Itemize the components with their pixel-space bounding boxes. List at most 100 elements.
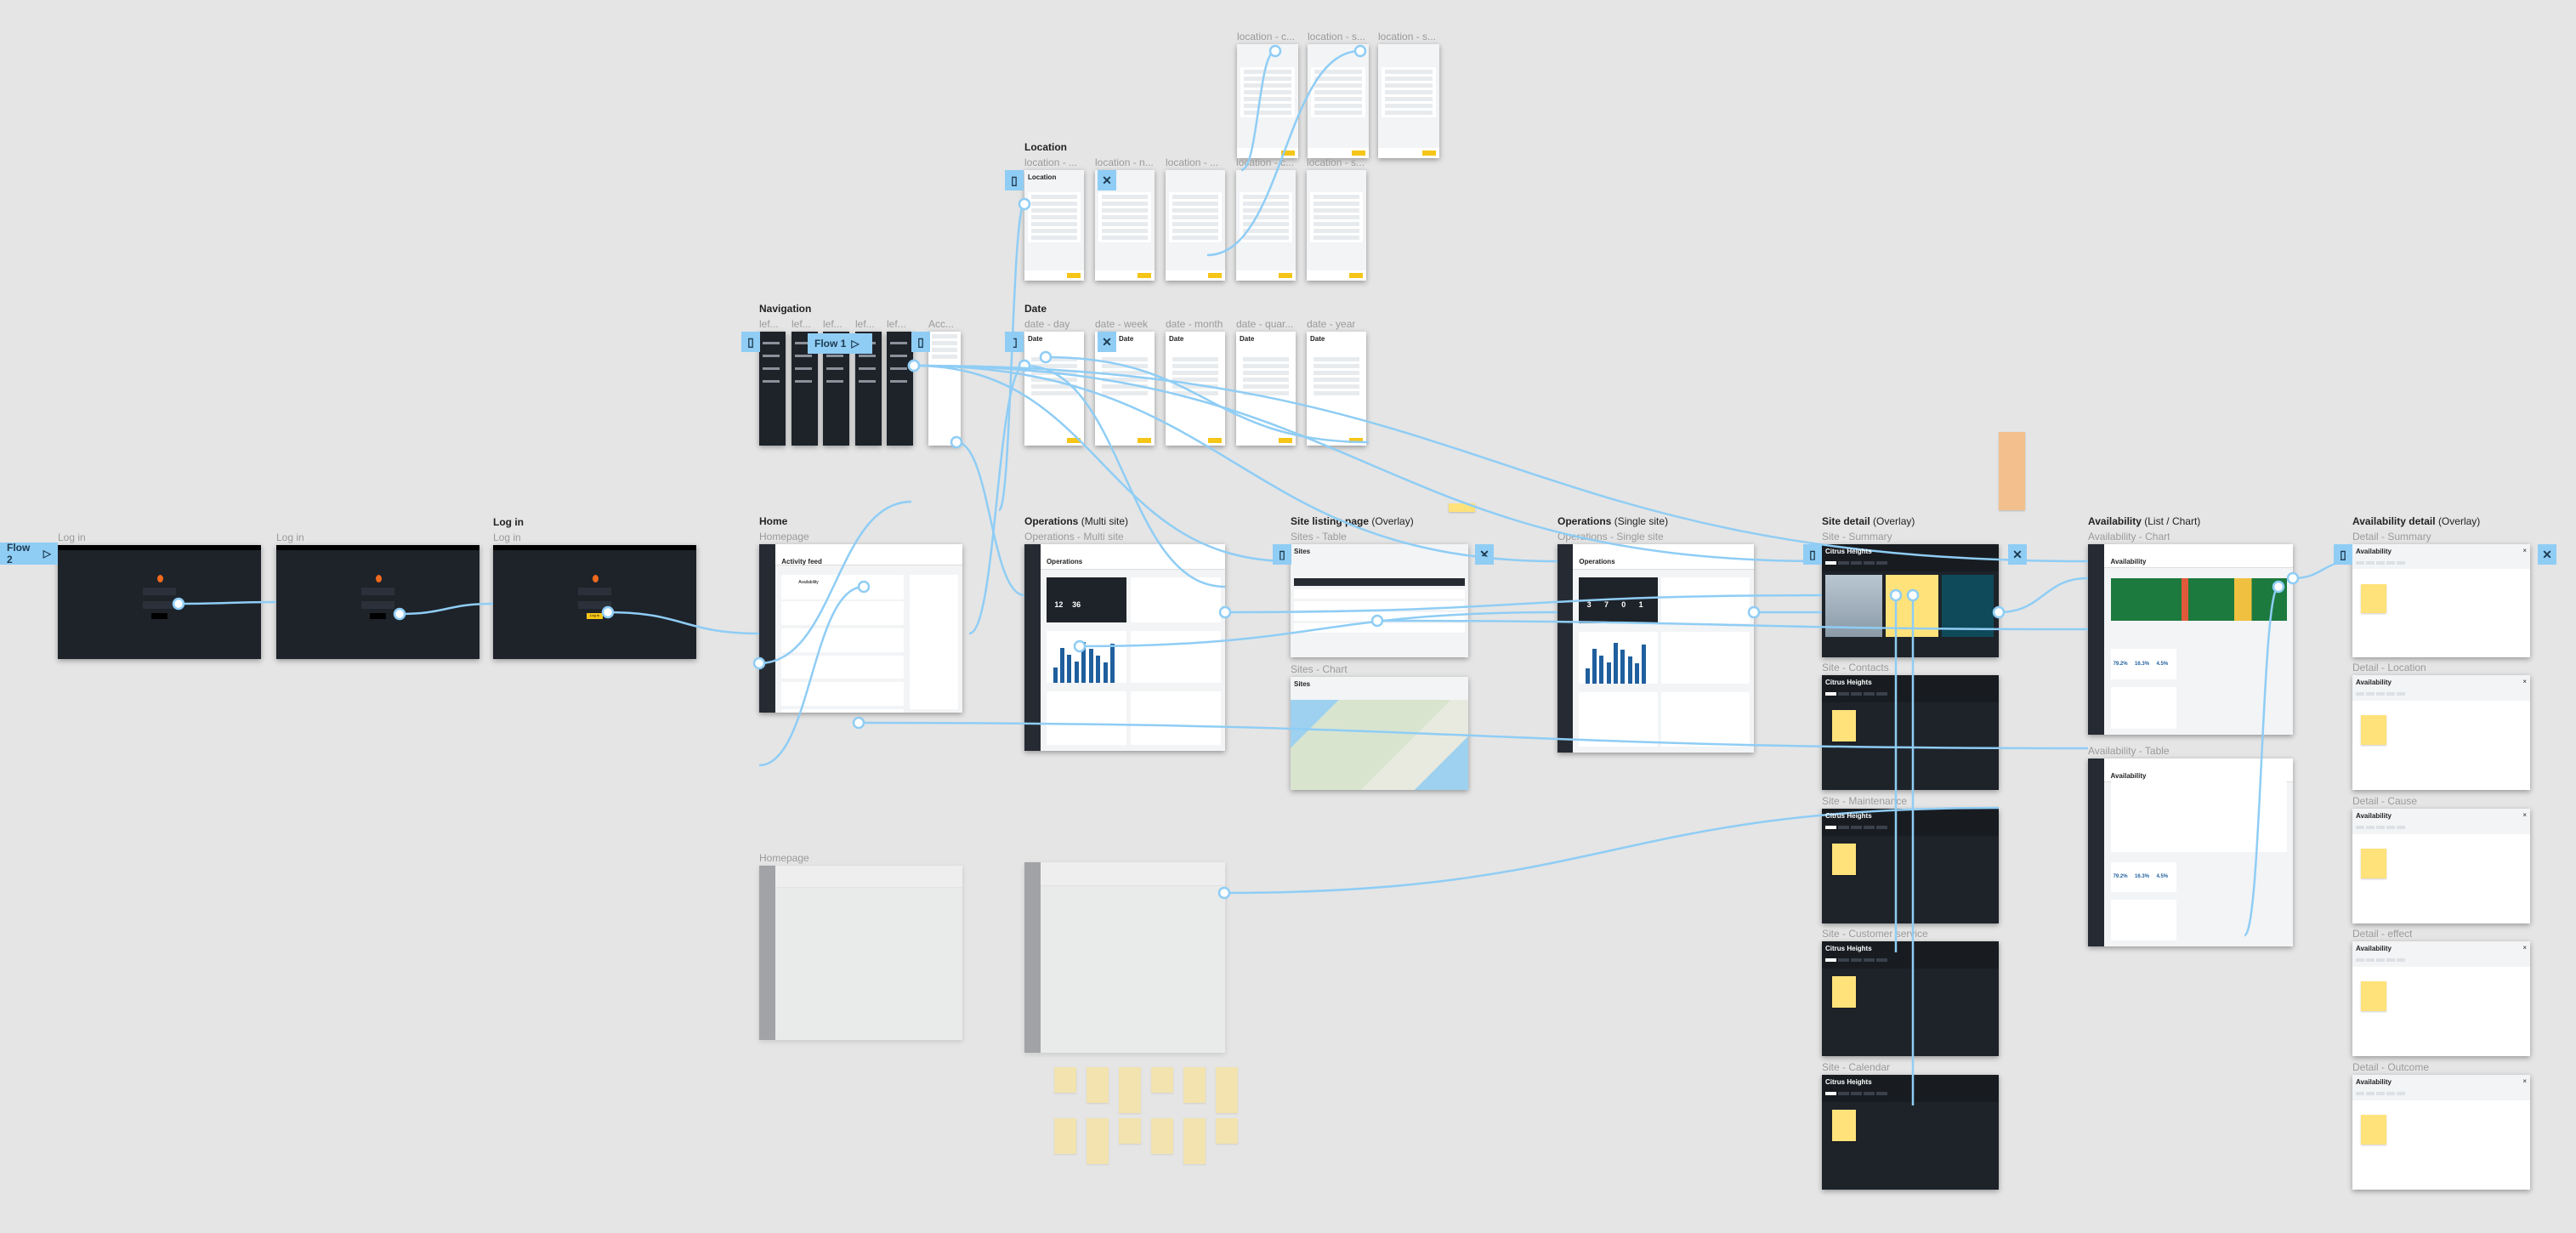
device-icon[interactable]: ▯	[911, 332, 930, 352]
frame-date4[interactable]: Date	[1236, 332, 1296, 446]
frame-acc[interactable]	[928, 332, 961, 446]
device-icon[interactable]: ▯	[741, 332, 760, 352]
detail-tab[interactable]	[2366, 692, 2375, 696]
sticky-note[interactable]	[1216, 1118, 1238, 1144]
site-tab[interactable]	[1864, 958, 1875, 962]
site-tab[interactable]	[1838, 958, 1849, 962]
list-option[interactable]	[1172, 390, 1218, 395]
sticky-note[interactable]	[1054, 1118, 1076, 1154]
nav-item[interactable]	[763, 355, 780, 357]
frame-sitecontacts[interactable]: Citrus Heights	[1822, 675, 1999, 790]
site-tab[interactable]	[1851, 561, 1862, 565]
sticky-note[interactable]	[2361, 1115, 2386, 1145]
list-option[interactable]	[1102, 229, 1148, 233]
list-option[interactable]	[1244, 69, 1291, 74]
frame-sitecs[interactable]: Citrus Heights	[1822, 941, 1999, 1056]
sticky-note[interactable]	[1183, 1118, 1206, 1164]
frame-detoutcome[interactable]: ×Availability	[2352, 1075, 2530, 1190]
list-option[interactable]	[1172, 215, 1218, 219]
login-button[interactable]: Log in	[586, 613, 604, 620]
apply-button[interactable]	[1279, 438, 1292, 443]
list-option[interactable]	[1031, 370, 1077, 375]
list-option[interactable]	[1031, 208, 1077, 213]
list-option[interactable]	[1172, 229, 1218, 233]
detail-tab[interactable]	[2376, 692, 2385, 696]
list-option[interactable]	[1243, 363, 1289, 368]
close-icon[interactable]: ×	[2522, 678, 2527, 685]
apply-button[interactable]	[1138, 438, 1151, 443]
detail-tab[interactable]	[2356, 692, 2364, 696]
sticky-note[interactable]	[2361, 849, 2386, 879]
nav-item[interactable]	[795, 367, 812, 370]
frame-login3[interactable]: Log in	[493, 545, 696, 659]
frame-loc3[interactable]	[1166, 170, 1225, 281]
list-option[interactable]	[1031, 229, 1077, 233]
site-tab[interactable]	[1851, 826, 1862, 829]
site-tab[interactable]	[1825, 1092, 1836, 1095]
site-tab[interactable]	[1838, 826, 1849, 829]
list-option[interactable]	[1314, 76, 1362, 81]
nav-item[interactable]	[826, 367, 843, 370]
sticky-note-orange[interactable]	[1999, 432, 2025, 510]
device-icon[interactable]: ▯	[2334, 544, 2352, 565]
list-option[interactable]	[1314, 103, 1362, 108]
list-option[interactable]	[1244, 96, 1291, 101]
account-menu-item[interactable]	[932, 348, 957, 352]
detail-tab[interactable]	[2397, 826, 2405, 829]
apply-button[interactable]	[1349, 438, 1363, 443]
apply-button[interactable]	[1281, 151, 1295, 156]
list-option[interactable]	[1385, 76, 1433, 81]
apply-button[interactable]	[1067, 438, 1081, 443]
list-option[interactable]	[1314, 110, 1362, 115]
device-icon[interactable]: ▯	[1005, 332, 1024, 352]
list-option[interactable]	[1243, 370, 1289, 375]
frame-availtable[interactable]: 79.2%16.3%4.5%Availability	[2088, 759, 2293, 946]
detail-tab[interactable]	[2386, 826, 2395, 829]
table-row[interactable]	[1294, 611, 1465, 622]
list-option[interactable]	[1243, 236, 1289, 240]
list-option[interactable]	[1244, 76, 1291, 81]
activity-card[interactable]	[781, 601, 904, 626]
list-option[interactable]	[1314, 363, 1359, 368]
nav-item[interactable]	[826, 380, 843, 383]
list-option[interactable]	[1102, 222, 1148, 226]
list-option[interactable]	[1031, 384, 1077, 389]
list-option[interactable]	[1314, 377, 1359, 382]
frame-date3[interactable]: Date	[1166, 332, 1225, 446]
list-option[interactable]	[1102, 363, 1148, 368]
frame-login1[interactable]	[58, 545, 261, 659]
site-tab[interactable]	[1851, 958, 1862, 962]
detail-tab[interactable]	[2376, 958, 2385, 962]
list-option[interactable]	[1244, 110, 1291, 115]
list-option[interactable]	[1314, 202, 1359, 206]
activity-card[interactable]	[781, 682, 904, 707]
list-option[interactable]	[1243, 195, 1289, 199]
detail-tab[interactable]	[2356, 561, 2364, 565]
frame-date5[interactable]: Date	[1307, 332, 1366, 446]
list-option[interactable]	[1314, 229, 1359, 233]
device-icon[interactable]: ▯	[1005, 170, 1024, 190]
list-option[interactable]	[1172, 384, 1218, 389]
site-tab[interactable]	[1838, 1092, 1849, 1095]
frame-opsfaded[interactable]	[1024, 862, 1225, 1053]
site-tab[interactable]	[1864, 692, 1875, 696]
list-option[interactable]	[1314, 390, 1359, 395]
sticky-note[interactable]	[1832, 709, 1856, 742]
list-option[interactable]	[1243, 222, 1289, 226]
list-option[interactable]	[1172, 236, 1218, 240]
sticky-note[interactable]	[1832, 1109, 1856, 1142]
detail-tab[interactable]	[2397, 692, 2405, 696]
list-option[interactable]	[1385, 110, 1433, 115]
detail-tab[interactable]	[2356, 958, 2364, 962]
detail-tab[interactable]	[2386, 958, 2395, 962]
list-option[interactable]	[1031, 236, 1077, 240]
list-option[interactable]	[1314, 208, 1359, 213]
apply-button[interactable]	[1422, 151, 1436, 156]
site-tab[interactable]	[1825, 958, 1836, 962]
list-option[interactable]	[1102, 356, 1148, 361]
frame-date1[interactable]: Date	[1024, 332, 1084, 446]
nav-item[interactable]	[859, 380, 876, 383]
nav-item[interactable]	[890, 355, 907, 357]
frame-sitesummary[interactable]: Citrus Heights	[1822, 544, 1999, 657]
